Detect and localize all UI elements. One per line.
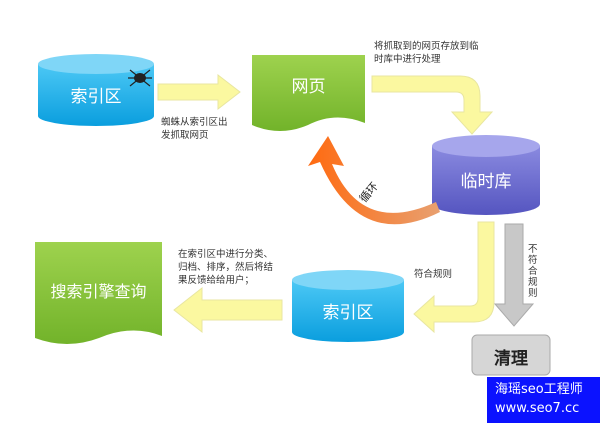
cleanup-box	[471, 334, 551, 376]
temp-store-cylinder	[432, 135, 540, 215]
search-query-label: 搜索引擎查询	[50, 282, 147, 301]
store-temp-caption: 将抓取到的网页存放到临 时库中进行处理	[374, 40, 479, 66]
webpage-document	[252, 55, 365, 131]
caption-line: 归档、排序，然后将结	[178, 262, 274, 273]
index-top-label: 索引区	[70, 87, 122, 107]
spider-icon	[128, 69, 152, 87]
caption-line: 蜘蛛从索引区出	[161, 117, 228, 128]
caption-line: 时库中进行处理	[374, 54, 441, 65]
not-match-rules-caption: 不符合规则	[528, 244, 538, 299]
spider-start-caption: 蜘蛛从索引区出 发抓取网页	[161, 116, 228, 142]
loop-arrow	[308, 136, 440, 225]
arrow-to-webpage	[157, 73, 241, 111]
watermark-url: www.seo7.cc	[495, 401, 580, 416]
temp-store-label: 临时库	[460, 172, 512, 192]
index-bottom-label: 索引区	[322, 303, 374, 323]
search-query-document	[35, 242, 162, 344]
webpage-label: 网页	[291, 77, 326, 97]
classify-caption: 在索引区中进行分类、 归档、排序，然后将结 果反馈给给用户；	[178, 248, 273, 287]
index-cylinder-top	[38, 54, 154, 126]
arrow-to-search	[173, 286, 283, 334]
caption-line: 发抓取网页	[161, 130, 209, 141]
cleanup-label: 清理	[494, 349, 528, 369]
caption-line: 将抓取到的网页存放到临	[374, 41, 479, 52]
caption-line: 果反馈给给用户；	[178, 275, 255, 286]
caption-line: 在索引区中进行分类、	[178, 249, 274, 260]
arrow-to-temp-store	[371, 75, 494, 135]
match-rules-caption: 符合规则	[414, 269, 453, 280]
watermark-name: 海瑶seo工程师	[495, 382, 583, 397]
arrow-to-cleanup	[493, 223, 535, 327]
index-cylinder-bottom	[292, 270, 404, 342]
arrow-to-index	[413, 221, 495, 334]
watermark: 海瑶seo工程师 www.seo7.cc	[487, 377, 600, 423]
